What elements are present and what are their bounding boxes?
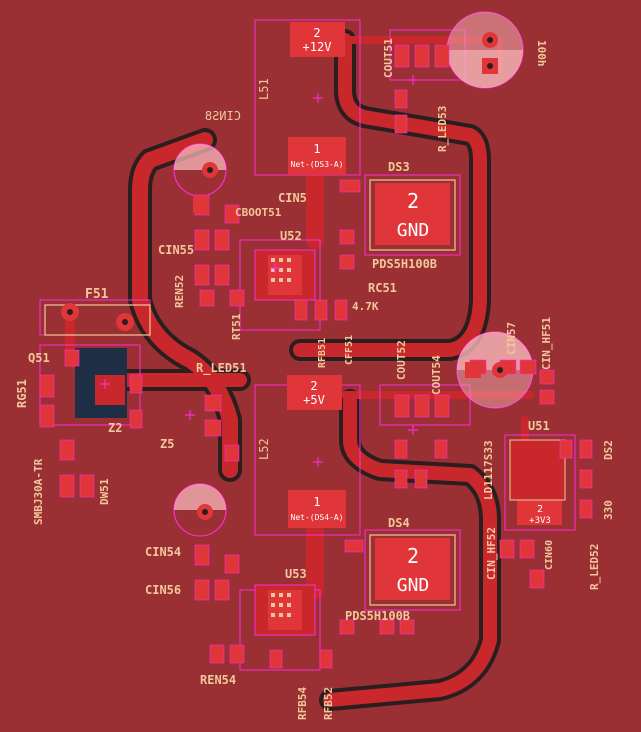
net-pad-ds3a: 1 Net-(DS3-A) xyxy=(288,137,346,175)
net-pad-ds3a-num: 1 xyxy=(313,142,320,156)
label-k4: 4.7K xyxy=(352,300,379,313)
through-hole-pads xyxy=(61,32,508,520)
net-pad-3v3-num: 2 xyxy=(537,504,543,515)
label-f51: F51 xyxy=(85,287,109,302)
label-rc51: RC51 xyxy=(368,281,397,295)
net-pad-5v-num: 2 xyxy=(310,379,317,393)
label-cin-hf52: CIN_HF52 xyxy=(485,527,498,580)
label-ds3: DS3 xyxy=(388,160,410,174)
label-cin-hf51: CIN_HF51 xyxy=(540,317,553,370)
label-rfb52: RFB52 xyxy=(322,687,335,720)
label-r-led52: R_LED52 xyxy=(588,544,601,590)
label-r-led53: R_LED53 xyxy=(436,106,449,152)
cap-disc-top-right xyxy=(447,12,523,50)
transistor-q51-footprint xyxy=(75,348,127,418)
label-cin60: CIN60 xyxy=(544,540,555,570)
label-cff51: CFF51 xyxy=(344,335,355,365)
net-pad-12v: 2 +12V xyxy=(290,22,345,57)
label-ohm100: 100h xyxy=(535,40,548,67)
net-pad-gnd-top-num: 2 xyxy=(407,189,419,213)
label-cin55: CIN55 xyxy=(158,243,194,257)
label-r-led51: R_LED51 xyxy=(196,361,247,376)
label-ds4: DS4 xyxy=(388,516,410,530)
net-pad-3v3-name: +3V3 xyxy=(529,516,551,526)
net-pad-gnd-bottom-name: GND xyxy=(397,575,430,596)
net-pad-gnd-top-name: GND xyxy=(397,220,430,241)
ic-u52-footprint xyxy=(254,249,316,301)
smd-pads xyxy=(39,44,593,669)
net-pad-ds4a-name: Net-(DS4-A) xyxy=(291,513,344,522)
label-cins8: CINS8 xyxy=(205,109,241,123)
label-cin5: CIN5 xyxy=(278,191,307,205)
net-pad-3v3: 2 +3V3 xyxy=(517,500,562,526)
label-u51: U51 xyxy=(528,419,550,433)
net-pad-gnd-bottom-num: 2 xyxy=(407,544,419,568)
regulator-u51-footprint xyxy=(509,439,566,501)
label-u53: U53 xyxy=(285,567,307,581)
label-cout1: COUT51 xyxy=(382,38,395,78)
label-rg51: RG51 xyxy=(15,379,29,408)
net-pad-gnd-bottom: 2 GND xyxy=(375,538,450,600)
net-pad-ds4a: 1 Net-(DS4-A) xyxy=(288,490,346,528)
net-pad-ds4a-num: 1 xyxy=(313,495,320,509)
net-pad-5v: 2 +5V xyxy=(287,375,342,410)
net-pad-12v-name: +12V xyxy=(303,40,332,54)
net-pad-gnd-top: 2 GND xyxy=(375,183,450,245)
label-l52: L52 xyxy=(257,438,271,460)
net-pad-ds3a-name: Net-(DS3-A) xyxy=(291,160,344,169)
label-h100b-2: PDS5H100B xyxy=(345,609,410,623)
label-dw51: DW51 xyxy=(98,478,111,505)
label-h100b-1: PDS5H100B xyxy=(372,257,437,271)
label-ren54: REN54 xyxy=(200,673,236,687)
label-cin57: CIN57 xyxy=(505,322,518,355)
cap-disc-left-bottom xyxy=(174,484,226,510)
label-rfb54: RFB54 xyxy=(296,687,309,720)
label-u52: U52 xyxy=(280,229,302,243)
label-cin54: CIN54 xyxy=(145,545,181,559)
label-cout2: COUT52 xyxy=(395,340,408,380)
ic-u53-footprint xyxy=(254,584,316,636)
label-ren52: REN52 xyxy=(173,275,186,308)
label-z2: Z2 xyxy=(108,421,122,435)
label-ohm330: 330 xyxy=(602,500,615,520)
silkscreen-labels: L51 L52 CINS8 F51 Q51 RG51 SMBJ30A-TR DW… xyxy=(15,38,615,720)
label-cout54: COUT54 xyxy=(430,355,443,395)
label-rt51: RT51 xyxy=(230,313,243,340)
label-smbj: SMBJ30A-TR xyxy=(32,458,45,525)
cap-disc-mid-right-half xyxy=(457,370,533,408)
label-ld1117: LD1117S33 xyxy=(482,440,495,500)
label-l51: L51 xyxy=(257,78,271,100)
net-pad-5v-name: +5V xyxy=(303,393,325,407)
net-pad-12v-num: 2 xyxy=(313,26,320,40)
label-rfb51: RFB51 xyxy=(317,338,328,368)
label-cin56: CIN56 xyxy=(145,583,181,597)
anchor-crosses xyxy=(100,75,418,467)
label-z5: Z5 xyxy=(160,437,174,451)
label-q51: Q51 xyxy=(28,351,50,365)
label-cboot: CBOOT51 xyxy=(235,206,282,219)
label-ds2: DS2 xyxy=(602,440,615,460)
